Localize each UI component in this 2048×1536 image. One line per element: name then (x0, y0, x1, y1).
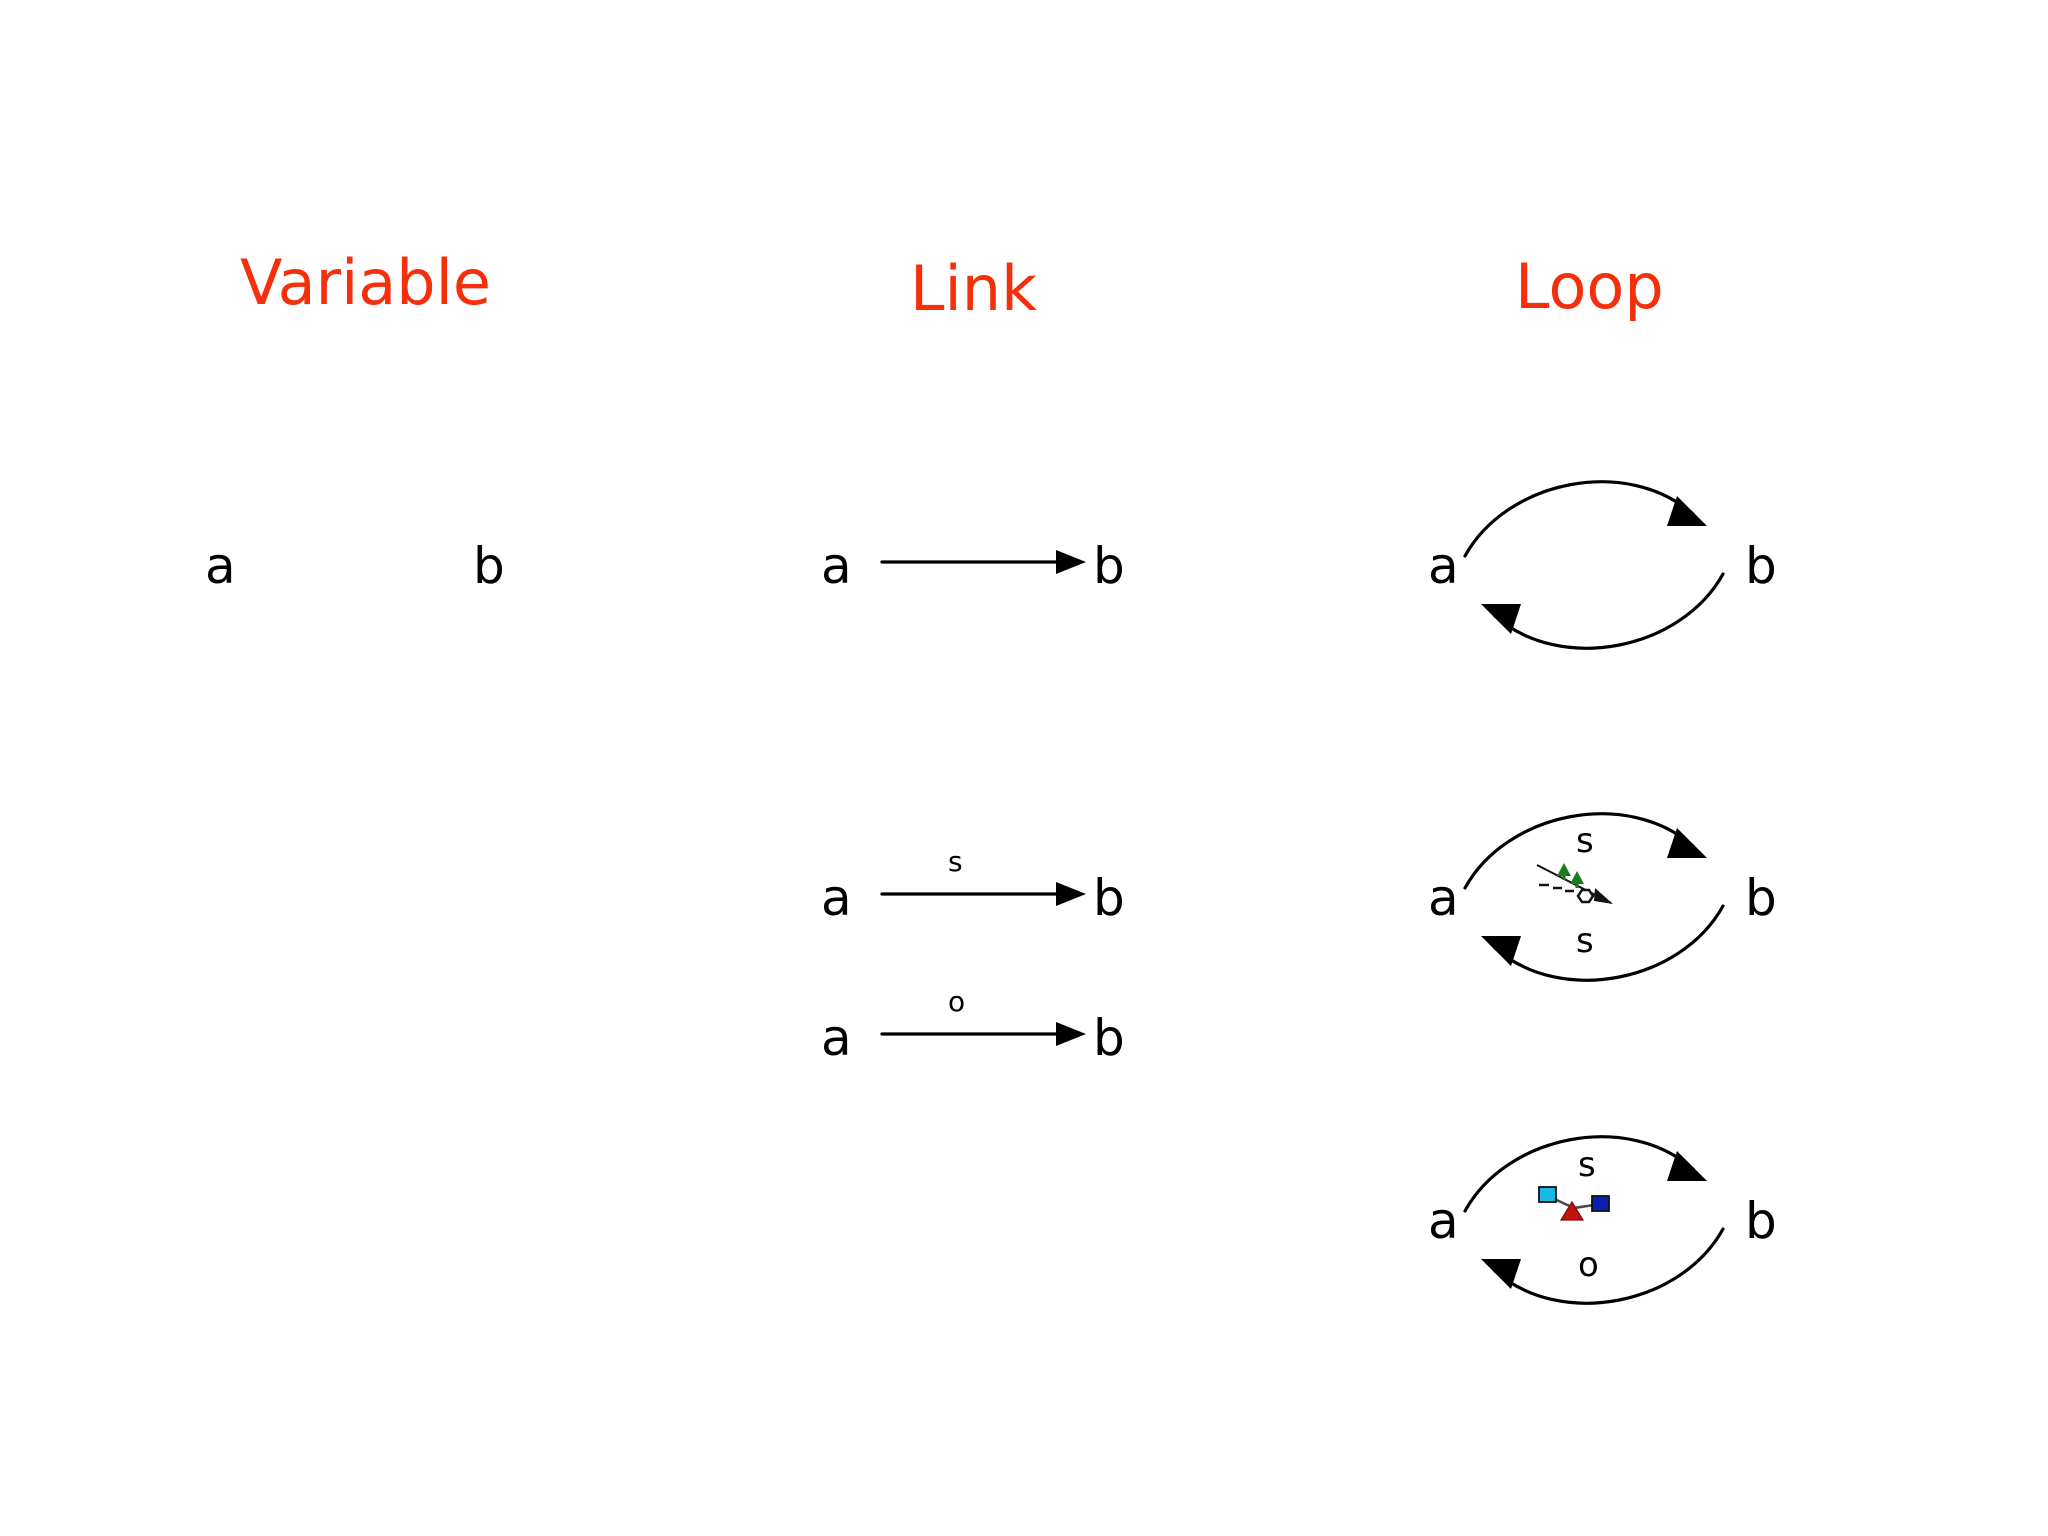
loop-row3-node-a: a (1428, 1192, 1459, 1250)
loop-row1-curves (1463, 480, 1725, 650)
column-title-variable: Variable (240, 246, 492, 319)
loop-row2-top-label: s (1576, 821, 1594, 861)
link-row1-arrow (880, 550, 1086, 574)
loop-row3-curves (1463, 1135, 1725, 1305)
column-title-loop: Loop (1515, 250, 1664, 323)
loop-row2-node-b: b (1745, 869, 1777, 927)
column-title-link: Link (910, 252, 1037, 325)
variable-row1-node-a: a (205, 537, 236, 595)
link-row3-node-b: b (1093, 1009, 1125, 1067)
link-row3-edge-label: o (948, 985, 966, 1018)
loop-row2-curves (1463, 812, 1725, 982)
link-row2-node-a: a (821, 869, 852, 927)
link-row3-arrow (880, 1022, 1086, 1046)
link-row1-node-a: a (821, 537, 852, 595)
link-row3-node-a: a (821, 1009, 852, 1067)
loop-row1-node-a: a (1428, 537, 1459, 595)
loop-row3-top-label: s (1578, 1145, 1596, 1185)
balance-seesaw-icon (1538, 1186, 1610, 1221)
link-row2-edge-label: s (948, 845, 963, 878)
loop-row2-bottom-label: s (1576, 921, 1594, 961)
loop-row1-node-b: b (1745, 537, 1777, 595)
link-row2-arrow (880, 882, 1086, 906)
loop-row3-node-b: b (1745, 1192, 1777, 1250)
ski-slope-trees-icon (1536, 863, 1613, 904)
loop-row2-node-a: a (1428, 869, 1459, 927)
loop-row3-bottom-label: o (1578, 1245, 1599, 1285)
variable-row1-node-b: b (473, 537, 505, 595)
link-row1-node-b: b (1093, 537, 1125, 595)
link-row2-node-b: b (1093, 869, 1125, 927)
